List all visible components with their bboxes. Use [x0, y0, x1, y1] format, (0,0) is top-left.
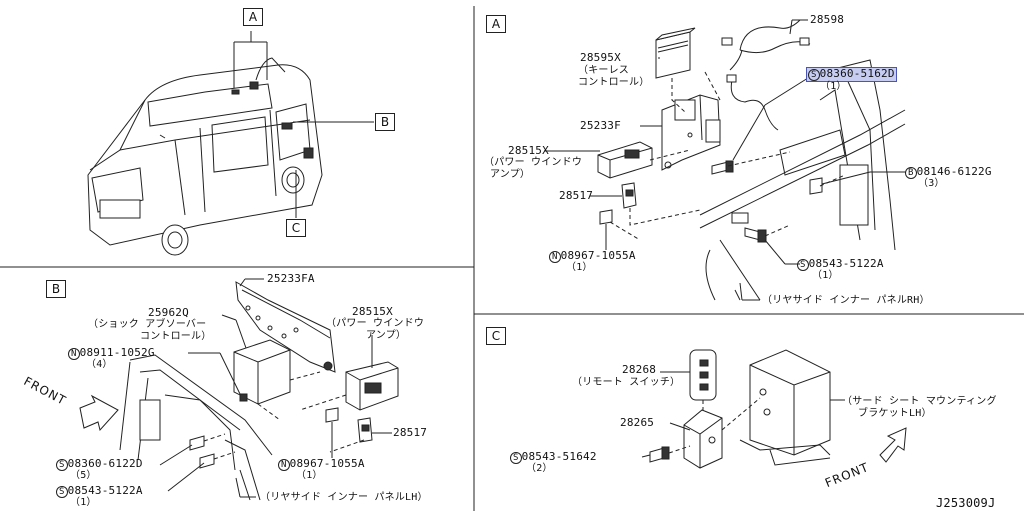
label-28265[interactable]: 28265 — [620, 416, 655, 429]
b-prefix-icon: B — [905, 167, 917, 179]
label-28598[interactable]: 28598 — [810, 13, 845, 26]
n-prefix-icon: N — [278, 459, 290, 471]
label-28515x-b-desc2: アンプ） — [366, 330, 407, 341]
label-08967-b-qty: （1） — [296, 470, 323, 481]
s-prefix-icon: S — [56, 486, 68, 498]
section-b-box: B — [46, 280, 66, 298]
n-prefix-icon: N — [549, 251, 561, 263]
label-25962q-desc1: （ショック アブソーバー — [88, 319, 207, 330]
label-28515x-a-desc1: （パワー ウインドウ — [484, 157, 583, 168]
section-c-drawing — [641, 349, 907, 469]
label-28595x-desc1: （キーレス — [578, 65, 629, 76]
n-prefix-icon: N — [68, 348, 80, 360]
overview-callout-b[interactable]: B — [375, 113, 395, 131]
label-25233fa[interactable]: 25233FA — [267, 272, 315, 285]
section-b-drawing — [79, 278, 399, 501]
overview-callout-c[interactable]: C — [286, 219, 306, 237]
label-08146-qty: （3） — [918, 178, 945, 189]
label-08360-qty: （1） — [820, 81, 847, 92]
label-panel-lh: （リヤサイド インナー パネルLH） — [260, 492, 428, 503]
label-08543-b-qty: （1） — [70, 497, 97, 508]
label-25962q-desc2: コントロール） — [140, 331, 212, 342]
label-28268[interactable]: 28268 — [622, 363, 657, 376]
s-prefix-icon: S — [56, 459, 68, 471]
label-08543-a-qty: （1） — [812, 270, 839, 281]
label-bracket-desc2: ブラケットLH） — [858, 408, 932, 419]
label-08360-6122d-qty: （5） — [70, 470, 97, 481]
label-28515x-b[interactable]: 28515X — [352, 305, 393, 318]
s-prefix-icon: S — [510, 452, 522, 464]
label-28595x[interactable]: 28595X — [580, 51, 621, 64]
van-illustration — [87, 31, 374, 256]
label-08543-51642-qty: （2） — [526, 463, 553, 474]
section-a-box: A — [486, 15, 506, 33]
label-28515x-a[interactable]: 28515X — [508, 144, 549, 157]
overview-callout-a[interactable]: A — [243, 8, 263, 26]
label-panel-rh: （リヤサイド インナー パネルRH） — [762, 295, 930, 306]
section-c-box: C — [486, 327, 506, 345]
s-prefix-icon: S — [797, 259, 809, 271]
section-a-drawing — [544, 19, 906, 301]
label-28268-desc: （リモート スイッチ） — [572, 377, 681, 388]
label-28515x-b-desc1: （パワー ウインドウ — [326, 318, 425, 329]
label-25962q[interactable]: 25962Q — [148, 306, 189, 319]
label-08911-qty: （4） — [86, 359, 113, 370]
label-28517-b[interactable]: 28517 — [393, 426, 428, 439]
label-25233f[interactable]: 25233F — [580, 119, 621, 132]
label-08967-a-qty: （1） — [566, 262, 593, 273]
label-bracket-desc1: （サード シート マウンティング — [842, 396, 997, 407]
diagram-code: J253009J — [936, 496, 996, 510]
label-28595x-desc2: コントロール） — [578, 77, 650, 88]
label-28515x-a-desc2: アンプ） — [490, 169, 531, 180]
s-prefix-icon: S — [808, 69, 820, 81]
label-28517-a[interactable]: 28517 — [559, 189, 594, 202]
